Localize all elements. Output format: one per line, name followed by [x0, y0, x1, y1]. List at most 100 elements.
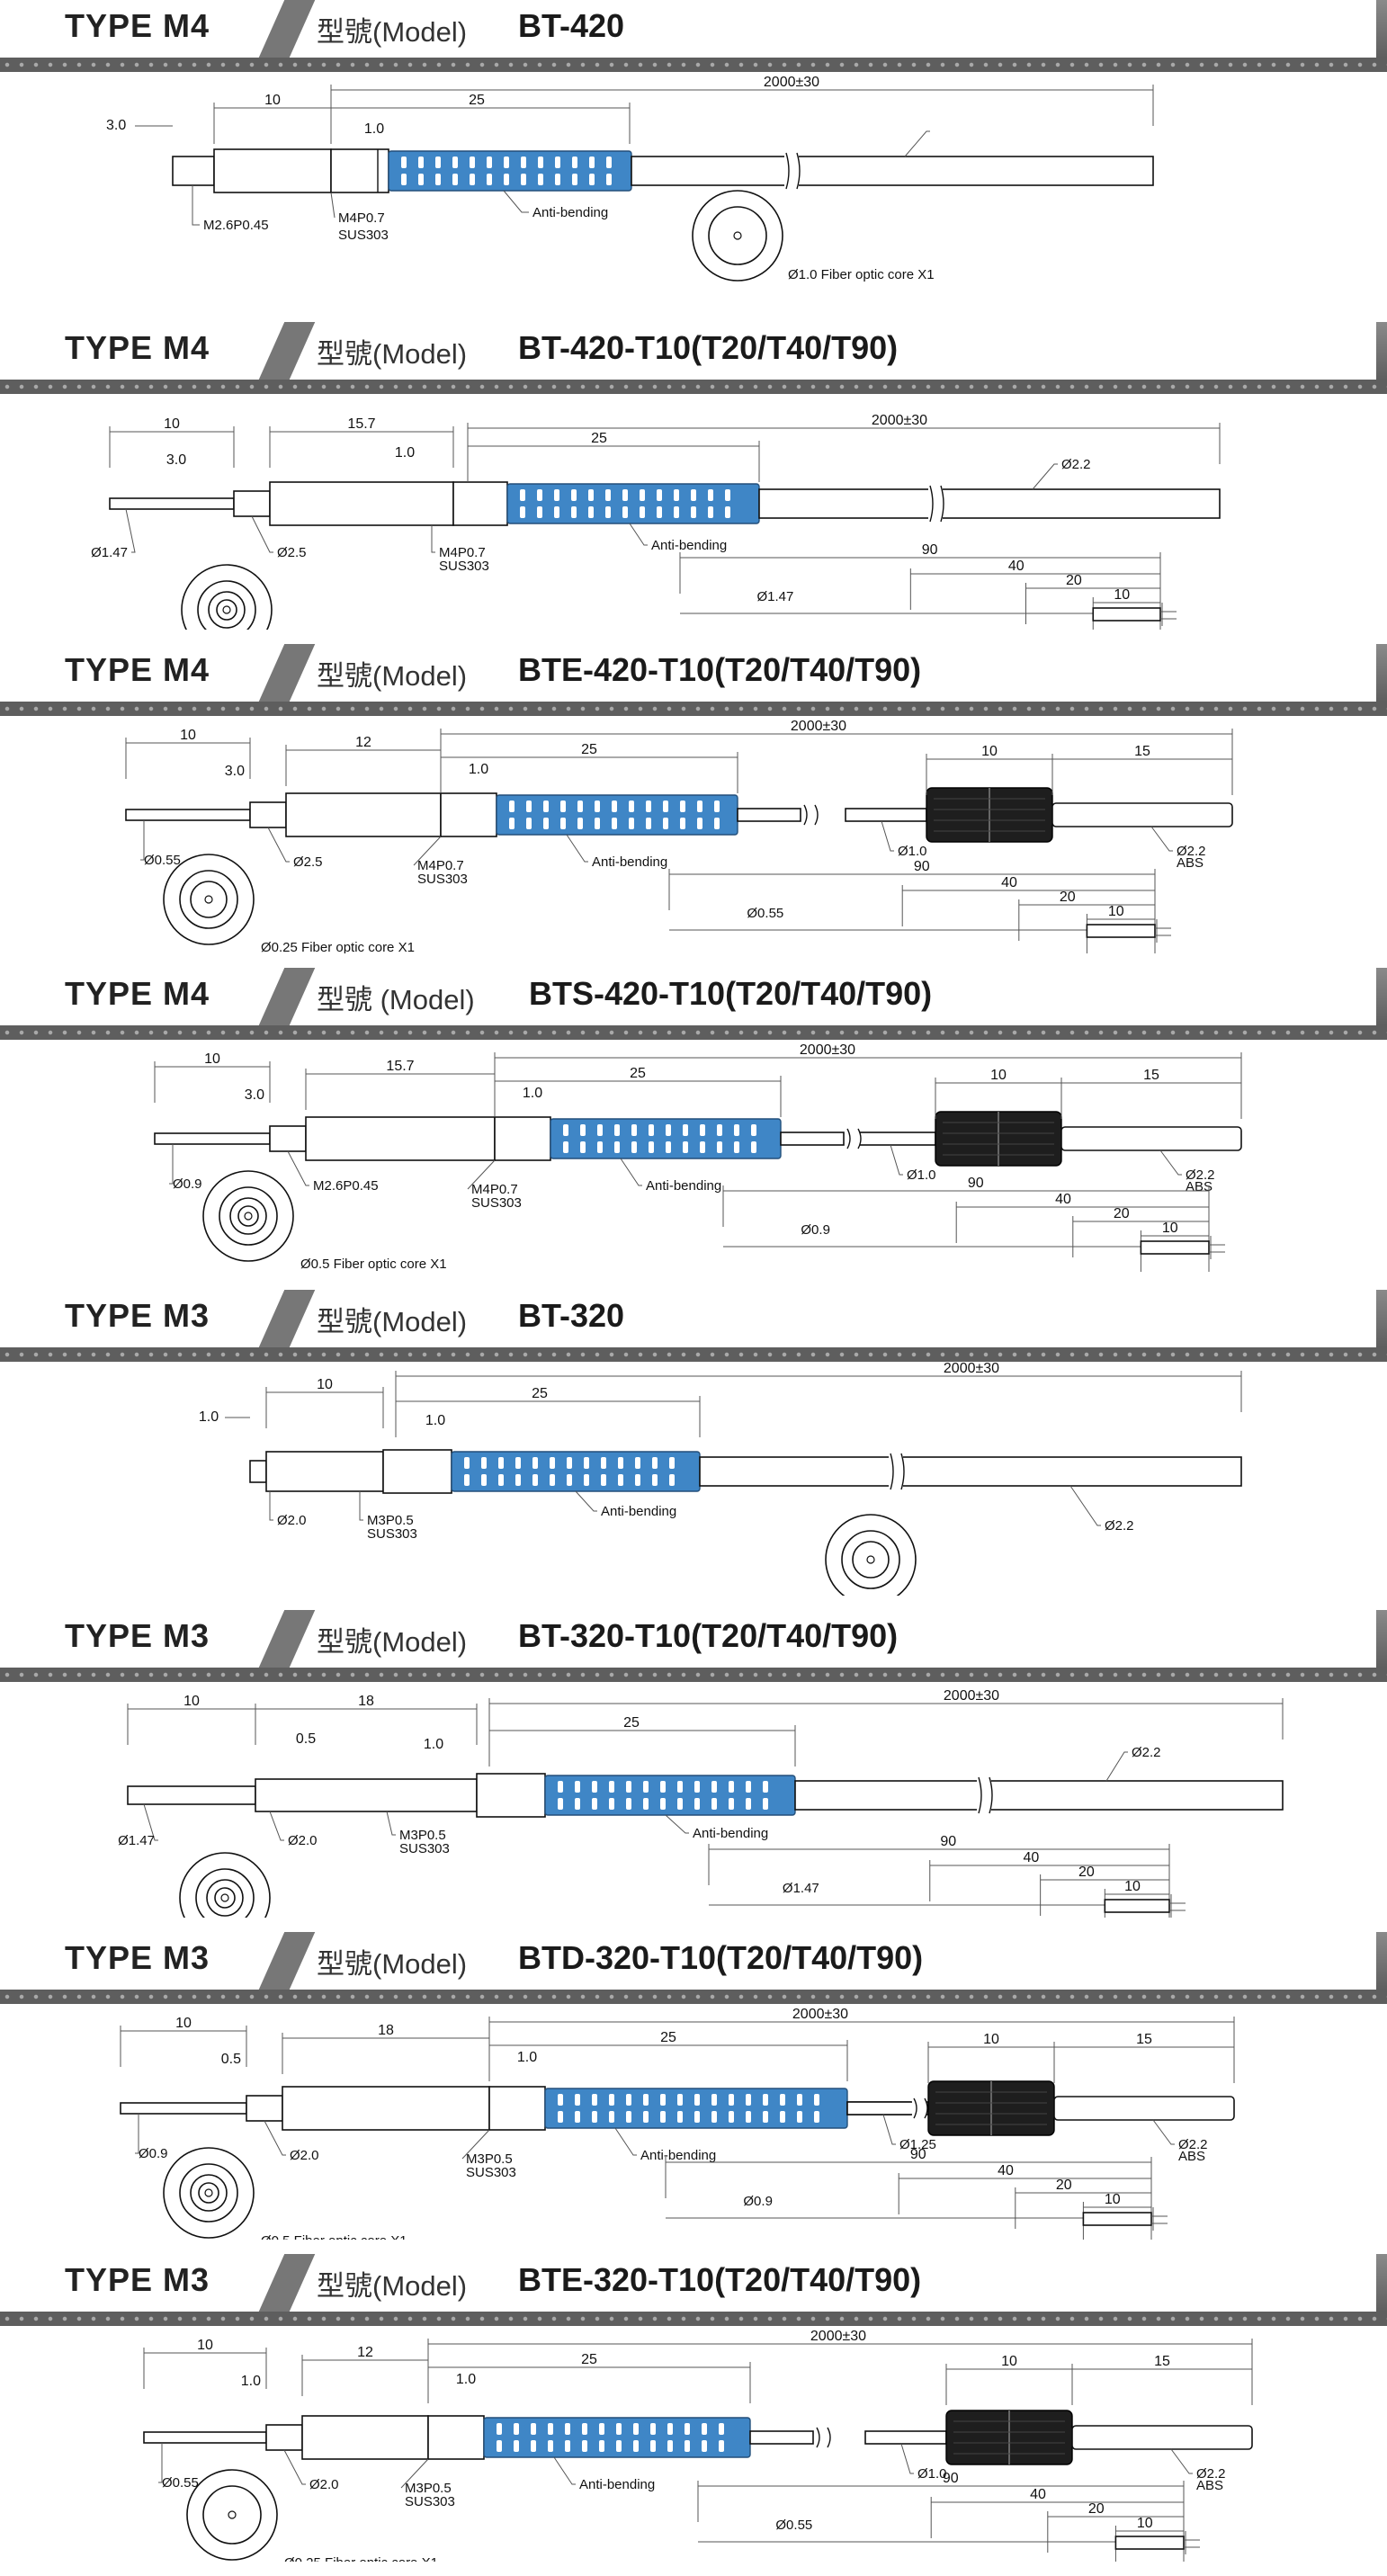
sleeve-slot [584, 1474, 589, 1486]
label-fiber-core: Ø0.25 Fiber optic core X1 [284, 2555, 438, 2562]
tip-dim-90: 90 [910, 2147, 926, 2162]
sleeve-slot [435, 157, 441, 168]
dim-housing-15: 15 [1143, 1068, 1159, 1083]
sleeve-slot [657, 489, 662, 501]
tip-dim-10: 10 [1137, 2516, 1153, 2531]
sleeve-slot [616, 2440, 622, 2452]
sleeve-slot [640, 489, 645, 501]
sleeve-slot [677, 2094, 683, 2106]
sleeve-slot [685, 2440, 690, 2452]
sleeve-slot [601, 1474, 606, 1486]
sleeve-slot [631, 1141, 637, 1153]
dim-housing-15: 15 [1134, 744, 1150, 759]
sleeve-slot [751, 1141, 756, 1153]
sleeve-slot [599, 2440, 604, 2452]
label-abs: ABS [1196, 2478, 1223, 2493]
hex-collar [427, 2415, 485, 2460]
sleeve-slot [660, 2094, 666, 2106]
dim-step: 3.0 [245, 1087, 264, 1103]
abs-tail [1071, 2425, 1253, 2450]
section-divider-strip [0, 2312, 1387, 2326]
model-name: BTD-320-T10(T20/T40/T90) [518, 1939, 924, 1976]
sleeve-slot [554, 506, 559, 518]
dim-housing-10: 10 [981, 744, 998, 759]
tip-dim-40: 40 [1055, 1192, 1071, 1207]
sleeve-slot [550, 1457, 555, 1469]
sleeve-slot [626, 1798, 631, 1810]
sleeve-slot [577, 801, 583, 812]
sleeve-slot [514, 2440, 519, 2452]
thread-step [269, 1125, 307, 1152]
sleeve-slot [814, 2094, 819, 2106]
abs-tail [1051, 802, 1233, 827]
sleeve-slot [481, 1457, 487, 1469]
section-divider-strip [0, 58, 1387, 72]
probe-tube [125, 809, 251, 821]
label-probe-diameter: Ø0.55 [144, 853, 181, 868]
sleeve-slot [575, 1798, 580, 1810]
dim-10: 10 [204, 1051, 220, 1067]
sleeve-slot [666, 1141, 671, 1153]
model-label: 型號 (Model) [317, 984, 475, 1015]
sleeve-slot [635, 1457, 640, 1469]
dim-2000: 2000±30 [872, 413, 927, 428]
sleeve-slot [669, 1457, 675, 1469]
sleeve-slot [666, 1124, 671, 1136]
sleeve-slot [609, 2094, 614, 2106]
sleeve-slot [563, 1124, 568, 1136]
header-slash [258, 968, 316, 1025]
sleeve-slot [763, 2111, 768, 2123]
model-label: 型號(Model) [317, 660, 468, 692]
sleeve-slot [575, 1781, 580, 1793]
sleeve-slot [520, 489, 525, 501]
sleeve-slot [780, 2094, 785, 2106]
tip-dim-10: 10 [1108, 904, 1124, 919]
sleeve-slot [714, 818, 720, 829]
sleeve-slot [470, 157, 475, 168]
dim-2000: 2000±30 [944, 1362, 999, 1376]
sleeve-slot [601, 1457, 606, 1469]
sleeve-slot [700, 1124, 705, 1136]
sleeve-slot [667, 2423, 673, 2435]
dim-2000: 2000±30 [800, 1042, 855, 1058]
sleeve-slot [514, 2423, 519, 2435]
label-thread: M3P0.5 [405, 2481, 452, 2496]
sleeve-slot [418, 174, 424, 185]
sleeve-slot [725, 506, 730, 518]
sleeve-slot [629, 818, 634, 829]
dim-15-7: 15.7 [347, 416, 375, 432]
sleeve-slot [677, 1798, 683, 1810]
thread-step [265, 2424, 303, 2451]
thread-body [305, 1116, 496, 1161]
hex-collar [488, 2086, 546, 2131]
sleeve-slot [435, 174, 441, 185]
sleeve-slot [652, 1457, 658, 1469]
dim-1-0: 1.0 [517, 2050, 537, 2065]
label-m4p07: M4P0.7 [338, 210, 385, 226]
sleeve-slot [563, 1141, 568, 1153]
sleeve-slot [697, 818, 702, 829]
tip-diameter-label: Ø0.9 [801, 1222, 830, 1238]
sleeve-slot [674, 506, 679, 518]
sleeve-slot [555, 157, 560, 168]
sleeve-slot [694, 2111, 700, 2123]
sleeve-slot [622, 506, 628, 518]
sleeve-slot [814, 2111, 819, 2123]
sleeve-slot [464, 1457, 470, 1469]
sleeve-slot [515, 1457, 521, 1469]
dim-step: 0.5 [221, 2052, 241, 2067]
type-label: TYPE M4 [65, 975, 210, 1012]
dim-housing-10: 10 [1001, 2354, 1017, 2369]
dim-housing-10: 10 [983, 2032, 999, 2047]
abs-tail [1053, 2096, 1235, 2121]
label-abs: ABS [1178, 2149, 1205, 2164]
dim-1-0-left: 1.0 [199, 1409, 219, 1425]
label-abs: ABS [1177, 855, 1204, 871]
sleeve-slot [734, 1124, 739, 1136]
model-label: 型號(Model) [317, 1306, 468, 1337]
